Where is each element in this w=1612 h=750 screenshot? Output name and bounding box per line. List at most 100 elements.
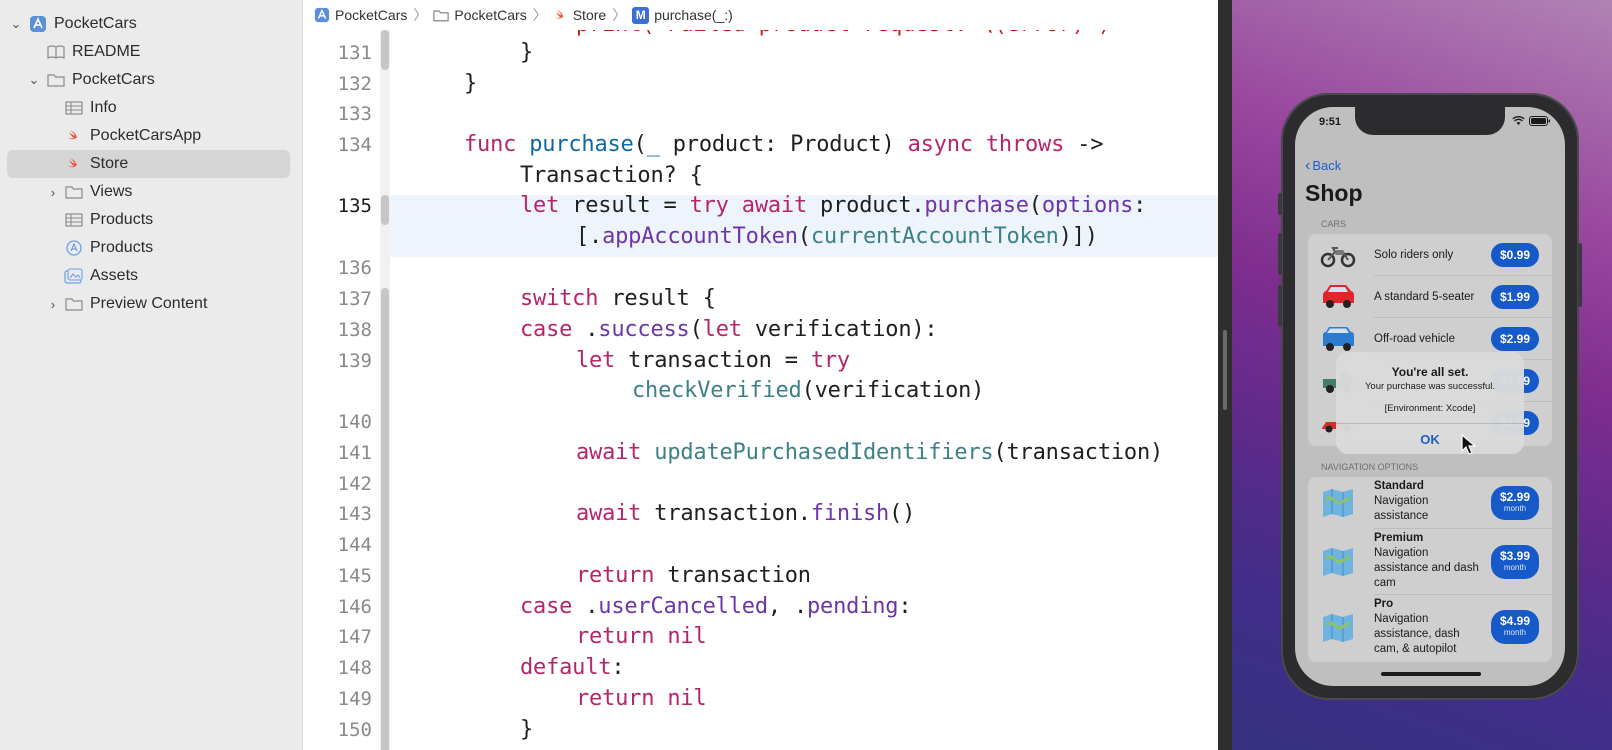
code-line: let transaction = try bbox=[576, 348, 850, 373]
line-number: 141 bbox=[337, 442, 372, 464]
code-line: func purchase(_ product: Product) async … bbox=[464, 132, 1104, 157]
code-line: return nil bbox=[576, 624, 707, 649]
alert-ok-button[interactable]: OK bbox=[1420, 432, 1440, 447]
method-badge-icon: M bbox=[632, 6, 650, 24]
section-header-cars: CARS bbox=[1321, 219, 1347, 229]
nav-item-label: Store bbox=[90, 155, 129, 172]
line-number: 138 bbox=[337, 319, 372, 341]
folder-icon bbox=[64, 184, 84, 200]
nav-item-label: Preview Content bbox=[90, 295, 208, 312]
jump-bar-breadcrumb: PocketCars 〉 PocketCars 〉 Store 〉 M purc… bbox=[304, 0, 1218, 30]
chevron-right-icon[interactable]: › bbox=[50, 296, 56, 312]
nav-item-info[interactable]: Info bbox=[0, 94, 303, 122]
breadcrumb-item-project[interactable]: PocketCars bbox=[314, 7, 407, 23]
map-icon bbox=[1320, 546, 1356, 578]
line-number: 131 bbox=[337, 42, 372, 64]
code-line: switch result { bbox=[520, 286, 716, 311]
chevron-right-icon: 〉 bbox=[532, 7, 547, 23]
mouse-pointer-icon bbox=[1461, 434, 1477, 455]
code-line-current: let result = try await product.purchase(… bbox=[520, 193, 1147, 218]
map-icon bbox=[1320, 612, 1356, 644]
alert-title: You're all set. bbox=[1391, 365, 1469, 379]
folder-icon bbox=[46, 72, 66, 88]
breadcrumb-item-symbol[interactable]: M purchase(_:) bbox=[632, 6, 733, 24]
iphone-simulator[interactable]: 9:51 ‹ Back Shop CARS Solo riders only $… bbox=[1278, 93, 1582, 700]
nav-item-label: PocketCars bbox=[54, 15, 137, 32]
line-number: 140 bbox=[337, 411, 372, 433]
alert-environment: [Environment: Xcode] bbox=[1384, 403, 1476, 414]
chevron-right-icon: 〉 bbox=[413, 7, 428, 23]
code-line: Transaction? { bbox=[520, 163, 703, 188]
code-line: await transaction.finish() bbox=[576, 501, 916, 526]
nav-item-label: Info bbox=[90, 99, 117, 116]
split-divider[interactable] bbox=[1218, 0, 1232, 750]
project-navigator: ⌄ PocketCars README ⌄ PocketCars Info Po… bbox=[0, 0, 303, 750]
code-line: return nil bbox=[576, 686, 707, 711]
nav-item-products-plist[interactable]: Products bbox=[0, 206, 303, 234]
line-number: 148 bbox=[337, 657, 372, 679]
nav-item-preview-content[interactable]: › Preview Content bbox=[0, 290, 303, 318]
simulator-screen[interactable]: 9:51 ‹ Back Shop CARS Solo riders only $… bbox=[1295, 107, 1565, 686]
back-button[interactable]: ‹ Back bbox=[1305, 157, 1342, 174]
nav-item-label: README bbox=[72, 43, 141, 60]
project-icon bbox=[28, 16, 48, 32]
list-item[interactable]: Off-road vehicle $2.99 bbox=[1308, 318, 1552, 360]
nav-item-pocketcarsapp[interactable]: PocketCarsApp bbox=[0, 122, 303, 150]
code-line: case .userCancelled, .pending: bbox=[520, 594, 912, 619]
nav-item-group-pocketcars[interactable]: ⌄ PocketCars bbox=[0, 66, 303, 94]
line-number: 147 bbox=[337, 626, 372, 648]
swift-file-icon bbox=[64, 128, 84, 144]
nav-item-label: Assets bbox=[90, 267, 139, 284]
nav-item-store[interactable]: Store bbox=[0, 150, 303, 178]
line-number: 146 bbox=[337, 596, 372, 618]
list-item[interactable]: A standard 5-seater $1.99 bbox=[1308, 276, 1552, 318]
code-line: } bbox=[520, 717, 534, 742]
section-header-navigation: NAVIGATION OPTIONS bbox=[1321, 462, 1419, 472]
line-number: 150 bbox=[337, 719, 372, 741]
code-line: checkVerified(verification) bbox=[632, 378, 985, 403]
code-editor[interactable]: PocketCars 〉 PocketCars 〉 Store 〉 M purc… bbox=[304, 0, 1218, 750]
chevron-down-icon[interactable]: ⌄ bbox=[28, 72, 40, 87]
line-number: 137 bbox=[337, 288, 372, 310]
breadcrumb-item-file[interactable]: Store bbox=[553, 7, 606, 23]
wifi-icon bbox=[1512, 116, 1525, 125]
price-button[interactable]: $2.99 bbox=[1491, 327, 1539, 351]
blue-suv-icon bbox=[1320, 323, 1356, 355]
list-item[interactable]: Solo riders only $0.99 bbox=[1308, 234, 1552, 276]
battery-icon bbox=[1529, 116, 1550, 126]
code-line-current: [.appAccountToken(currentAccountToken)]) bbox=[576, 224, 1098, 249]
storekit-config-icon bbox=[64, 240, 84, 256]
chevron-down-icon[interactable]: ⌄ bbox=[10, 16, 22, 31]
line-number: 139 bbox=[337, 350, 372, 372]
notch bbox=[1355, 107, 1505, 135]
code-folding-ribbon[interactable] bbox=[380, 30, 390, 750]
price-button[interactable]: $1.99 bbox=[1491, 285, 1539, 309]
nav-item-views[interactable]: › Views bbox=[0, 178, 303, 206]
plist-table-icon bbox=[64, 212, 84, 228]
nav-item-products-storekit[interactable]: Products bbox=[0, 234, 303, 262]
line-number: 142 bbox=[337, 473, 372, 495]
red-car-icon bbox=[1320, 281, 1356, 313]
asset-catalog-icon bbox=[64, 268, 84, 284]
status-icons bbox=[1512, 116, 1551, 126]
breadcrumb-item-group[interactable]: PocketCars bbox=[433, 7, 527, 23]
chevron-right-icon[interactable]: › bbox=[50, 184, 56, 200]
swift-file-icon bbox=[64, 156, 84, 172]
swift-file-icon bbox=[554, 9, 564, 19]
code-line: } bbox=[520, 40, 534, 65]
nav-item-assets[interactable]: Assets bbox=[0, 262, 303, 290]
code-line: default: bbox=[520, 655, 625, 680]
nav-item-readme[interactable]: README bbox=[0, 38, 303, 66]
motorcycle-icon bbox=[1320, 239, 1356, 271]
price-button[interactable]: $0.99 bbox=[1491, 243, 1539, 267]
folder-icon bbox=[433, 10, 450, 21]
code-line: } bbox=[464, 71, 478, 96]
nav-item-project[interactable]: ⌄ PocketCars bbox=[0, 10, 303, 38]
